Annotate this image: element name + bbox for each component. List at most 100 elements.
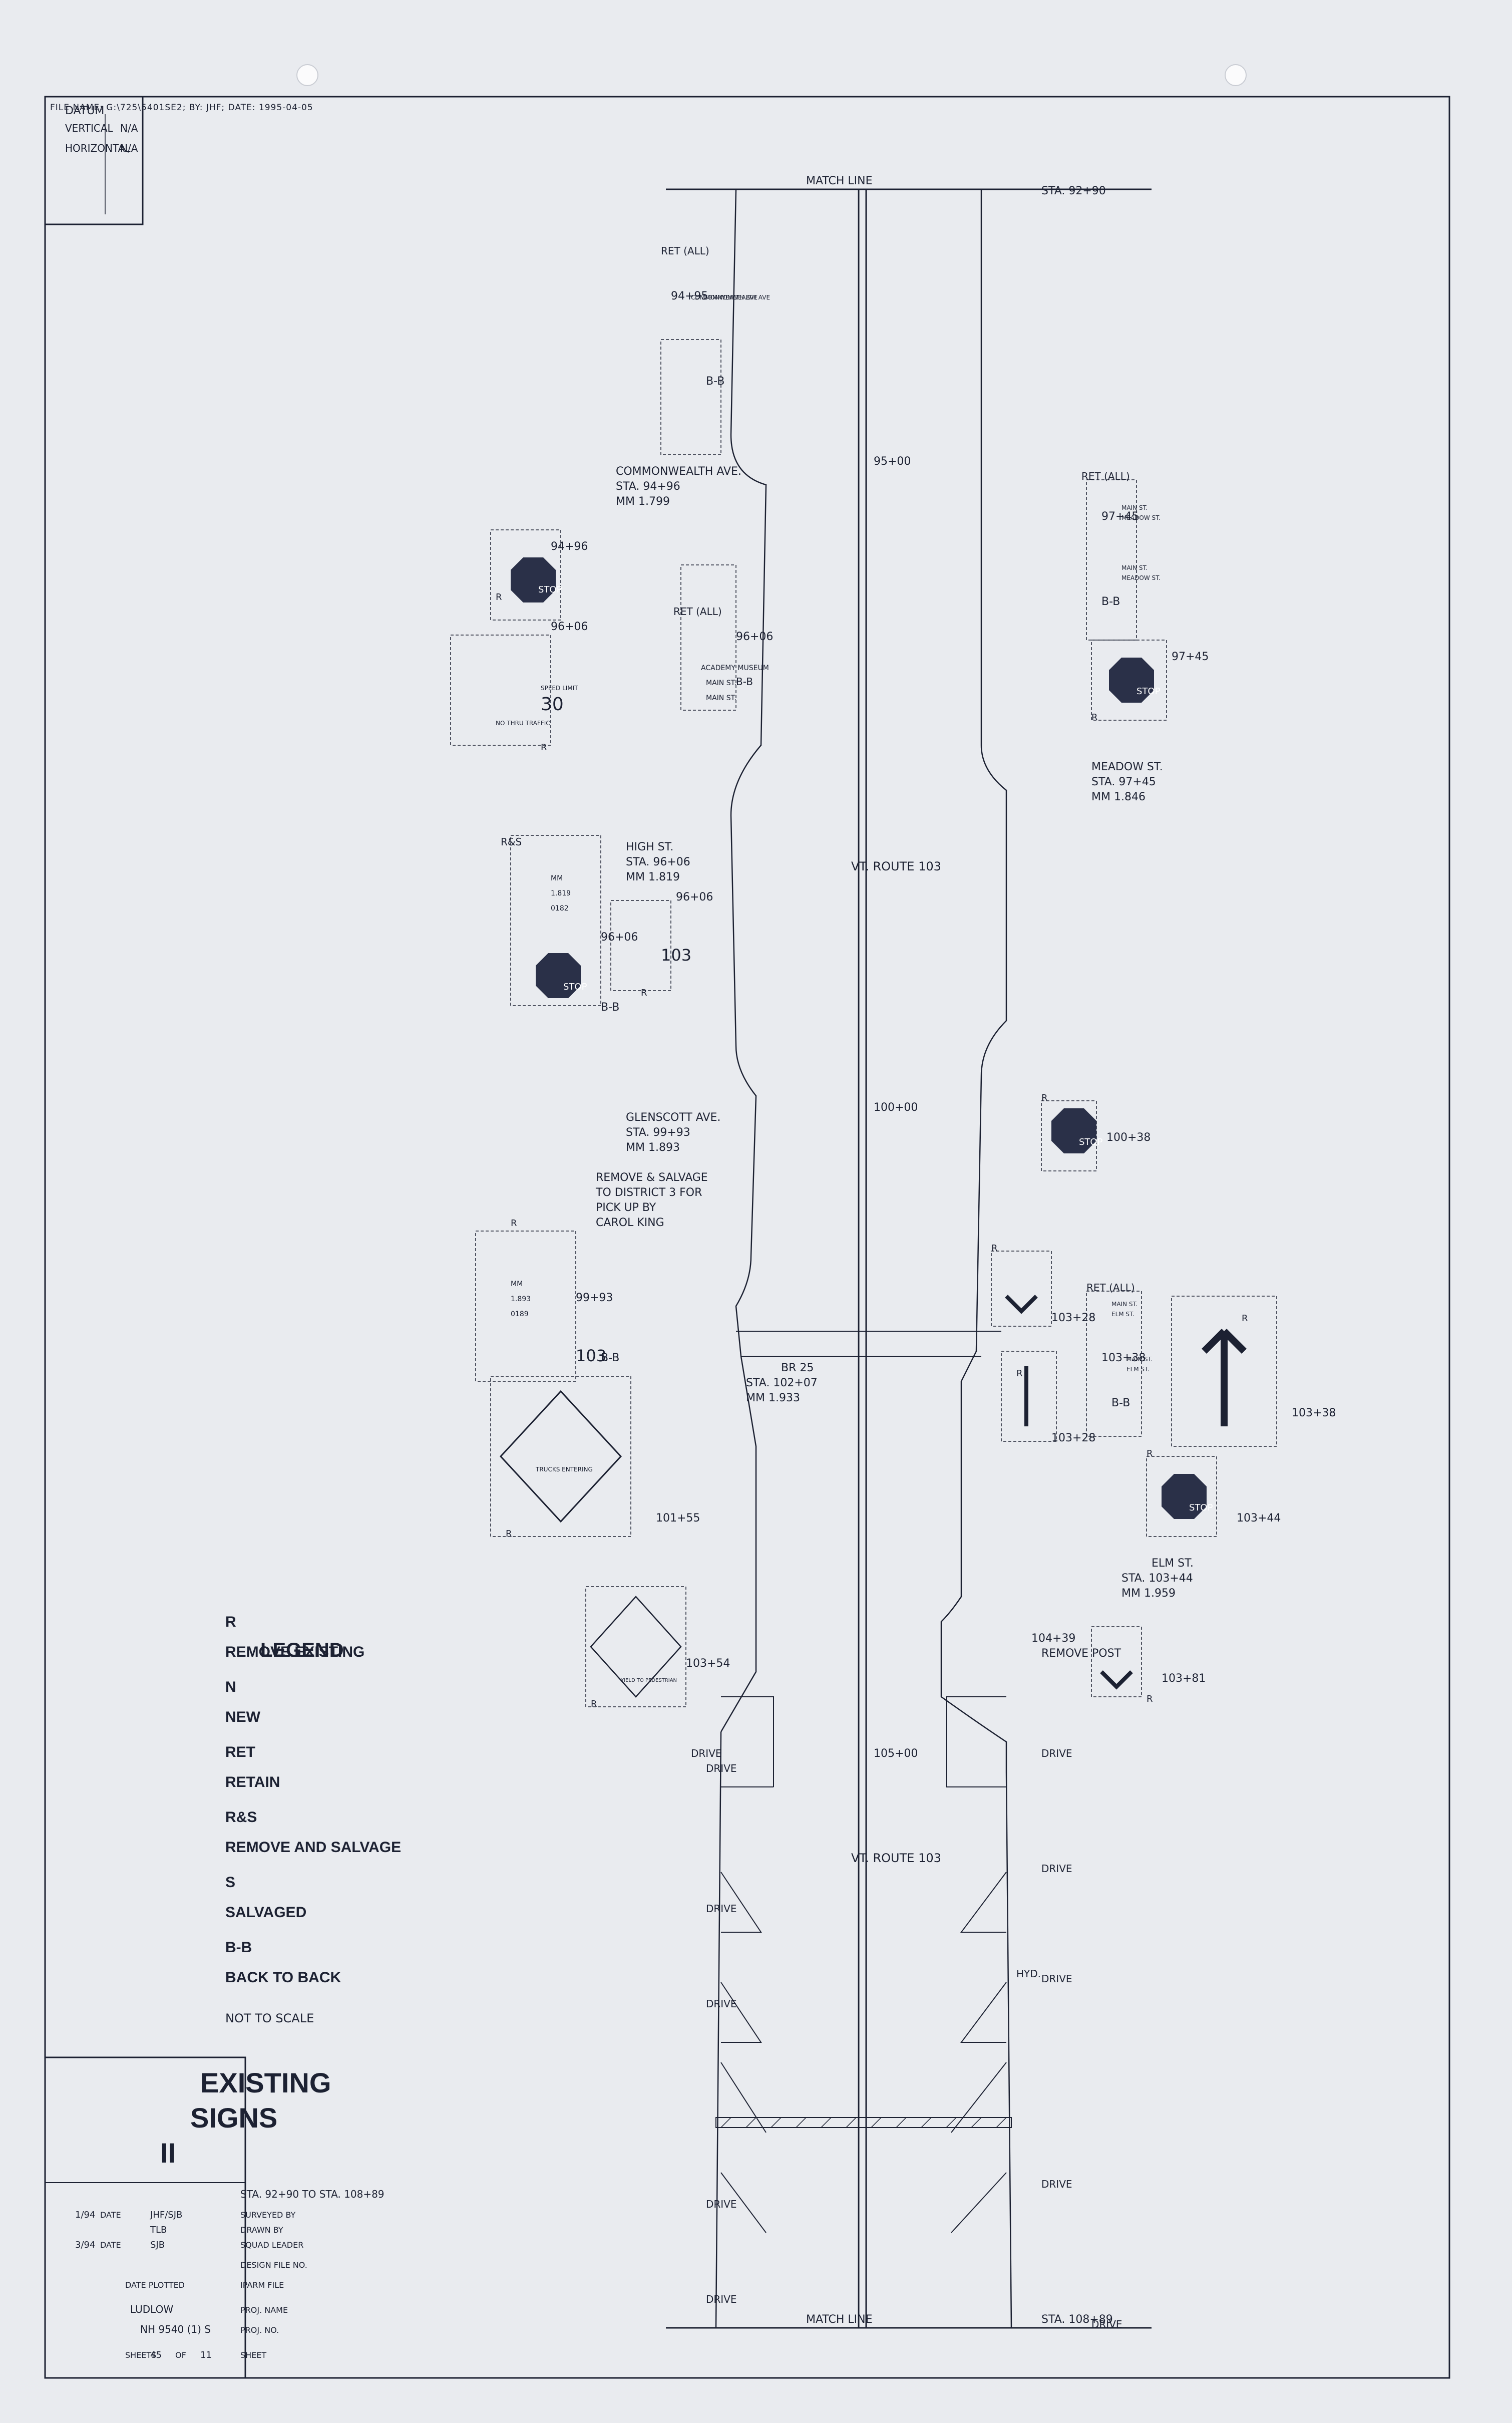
svg-text:TLB: TLB (150, 2225, 167, 2235)
svg-text:DESIGN FILE NO.: DESIGN FILE NO. (240, 2260, 307, 2270)
svg-text:MM: MM (551, 874, 563, 882)
station-label: 105+00 (874, 1747, 918, 1760)
svg-text:MAIN ST.: MAIN ST. (706, 679, 736, 687)
svg-text:RET (ALL): RET (ALL) (661, 245, 709, 257)
sign-10328b: 103+28 R (1001, 1351, 1095, 1444)
warning-sign-icon (499, 1390, 622, 1523)
svg-text:103+54: 103+54 (686, 1657, 730, 1670)
svg-text:96+06: 96+06 (676, 891, 713, 903)
svg-text:R: R (225, 1614, 236, 1630)
svg-text:1.893: 1.893 (511, 1295, 531, 1303)
sign-10155: TRUCKS ENTERING 101+55 R (490, 1376, 700, 1539)
svg-text:MM 1.799: MM 1.799 (616, 495, 670, 508)
svg-text:S: S (225, 1874, 235, 1891)
title-range: STA. 92+90 TO STA. 108+89 (240, 2188, 385, 2200)
svg-text:YIELD TO PEDESTRIAN: YIELD TO PEDESTRIAN (620, 1678, 677, 1683)
sheet-border (44, 96, 1450, 2379)
svg-text:MATCH LINE: MATCH LINE (806, 175, 872, 187)
svg-text:R: R (991, 1243, 998, 1254)
svg-text:STA. 96+06: STA. 96+06 (626, 856, 690, 868)
svg-text:BACK TO BACK: BACK TO BACK (225, 1969, 341, 1986)
svg-text:101+55: 101+55 (656, 1512, 700, 1525)
svg-text:NEW: NEW (225, 1709, 261, 1725)
legend: LEGEND R REMOVE EXISTING N NEW RET RETAI… (225, 1614, 401, 2025)
datum-title: DATUM (65, 105, 104, 117)
svg-text:ACADEMY MUSEUM: ACADEMY MUSEUM (701, 664, 769, 672)
sign-9495: 94+95 B-B RET (ALL) COMMONWEALTH AVE COM… (660, 245, 770, 455)
sign-9745b-stop: STOP 97+45 R (1091, 640, 1209, 723)
svg-text:N: N (225, 1679, 236, 1695)
hatch (720, 2117, 1007, 2128)
datum-vertical-label: VERTICAL (65, 122, 114, 134)
svg-text:MM 1.959: MM 1.959 (1121, 1587, 1176, 1600)
svg-text:PROJ. NAME: PROJ. NAME (240, 2305, 288, 2315)
road-edge-left (720, 189, 767, 1732)
svg-text:B-B: B-B (1111, 1397, 1130, 1409)
svg-text:94+95: 94+95 (671, 290, 708, 302)
svg-text:RETAIN: RETAIN (225, 1774, 280, 1790)
svg-text:R&S: R&S (225, 1809, 257, 1826)
svg-text:1/94: 1/94 (75, 2210, 95, 2220)
datum-box: DATUM VERTICAL N/A HORIZONTAL N/A (44, 96, 144, 225)
sign-10439-sta: 104+39 (1031, 1632, 1075, 1645)
title-existing: EXISTING (200, 2067, 331, 2098)
road-edge-left (715, 1731, 722, 2328)
street-commonwealth: COMMONWEALTH AVE. STA. 94+96 MM 1.799 (616, 465, 741, 508)
svg-text:TO DISTRICT 3 FOR: TO DISTRICT 3 FOR (595, 1186, 702, 1199)
sign-9606b: 30 SPEED LIMIT NO THRU TRAFFIC 96+06 R (450, 621, 588, 753)
chevron-left-icon (1005, 1295, 1038, 1314)
svg-text:SJB: SJB (150, 2240, 165, 2250)
legend-title: LEGEND (260, 1639, 344, 1661)
svg-text:97+45: 97+45 (1101, 510, 1139, 523)
svg-text:TRUCKS ENTERING: TRUCKS ENTERING (535, 1466, 593, 1473)
svg-text:97+45: 97+45 (1172, 651, 1209, 663)
chevron-left-icon (1100, 1670, 1133, 1690)
svg-text:R&S: R&S (501, 836, 522, 848)
drive-label: DRIVE (1091, 2318, 1122, 2330)
svg-text:103+28: 103+28 (1051, 1312, 1095, 1324)
sign-9745a: 97+45 B-B RET (ALL) MAIN ST. MEADOW ST. … (1081, 470, 1161, 641)
svg-text:R: R (511, 1218, 517, 1229)
drive-label: DRIVE (706, 1762, 737, 1774)
svg-text:SHEETS: SHEETS (125, 2350, 156, 2360)
stop-sign-icon (536, 953, 581, 998)
svg-text:R: R (1091, 712, 1098, 723)
station-end-label: STA. 108+89 (1041, 2313, 1113, 2326)
svg-text:103+38: 103+38 (1101, 1352, 1146, 1364)
svg-text:OF: OF (175, 2350, 186, 2360)
svg-text:CAROL KING: CAROL KING (596, 1217, 664, 1229)
svg-text:RET (ALL): RET (ALL) (673, 605, 722, 618)
sign-10354: YIELD TO PEDESTRIAN 103+54 R (585, 1586, 730, 1709)
svg-text:100+38: 100+38 (1106, 1131, 1151, 1144)
svg-text:R: R (1041, 1093, 1048, 1103)
svg-text:ELM ST.: ELM ST. (1111, 1311, 1135, 1318)
svg-text:B-B: B-B (1101, 595, 1120, 608)
sign-9496-stop: STOP 94+96 R (490, 529, 588, 621)
sign-9606a: 96+06 ACADEMY MUSEUM MAIN ST. MAIN ST. R… (673, 564, 773, 711)
svg-text:B-B: B-B (601, 1352, 619, 1364)
svg-text:STA. 102+07: STA. 102+07 (746, 1377, 818, 1389)
datum-horizontal-label: HORIZONTAL (65, 142, 131, 154)
svg-text:HIGH ST.: HIGH ST. (626, 841, 673, 853)
svg-text:DATE PLOTTED: DATE PLOTTED (125, 2280, 185, 2290)
stop-sign-icon (1109, 658, 1154, 703)
drive-label: DRIVE (1041, 1747, 1072, 1759)
svg-text:GLENSCOTT AVE.: GLENSCOTT AVE. (626, 1111, 720, 1124)
sign-9606c: 103 96+06 R (610, 891, 713, 998)
svg-text:R: R (506, 1529, 512, 1539)
svg-text:STA. 97+45: STA. 97+45 (1091, 776, 1156, 788)
svg-text:11: 11 (200, 2350, 212, 2360)
svg-text:SALVAGED: SALVAGED (225, 1904, 306, 1921)
hydrant-label: HYD. (1016, 1968, 1041, 1980)
svg-text:R: R (591, 1699, 597, 1709)
svg-text:STOP: STOP (538, 584, 562, 595)
svg-text:STOP: STOP (1189, 1502, 1213, 1513)
svg-text:99+93: 99+93 (576, 1292, 613, 1304)
svg-text:0189: 0189 (511, 1310, 529, 1318)
svg-text:96+06: 96+06 (736, 631, 773, 643)
binder-hole (1225, 64, 1247, 86)
svg-text:B-B: B-B (706, 375, 724, 388)
drive-label: DRIVE (1041, 1863, 1072, 1875)
